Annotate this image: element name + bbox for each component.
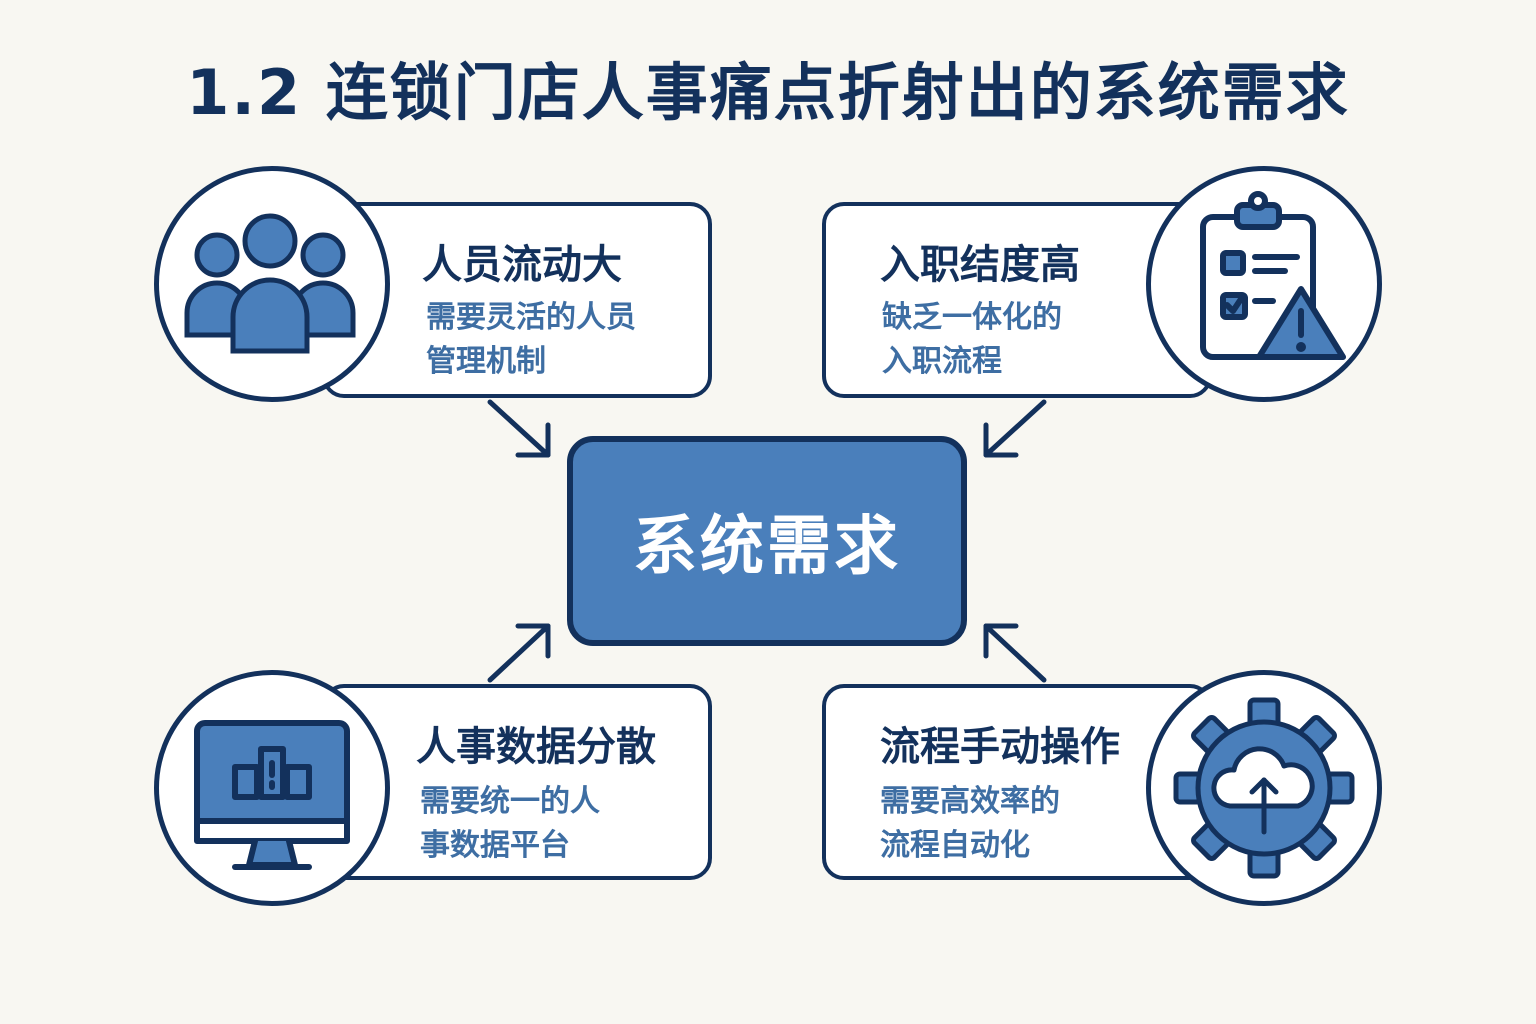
card-desc-line: 入职流程 [882,344,1002,379]
arrow-bottom-left [487,623,551,683]
center-label: 系统需求 [633,510,901,584]
page-title: 1.2 连锁门店人事痛点折射出的系统需求 [186,56,1350,129]
gear-cloud-upload-icon [1173,697,1355,879]
card-desc-line: 缺乏一体化的 [882,300,1062,335]
arrow-bottom-right [983,623,1047,683]
clipboard-warning-icon-circle [1146,166,1382,402]
card-desc-line: 管理机制 [426,344,546,379]
card-heading: 人事数据分散 [416,724,656,770]
card-heading: 流程手动操作 [880,724,1120,770]
gear-cloud-upload-icon-circle [1146,670,1382,906]
people-group-icon [184,213,356,354]
monitor-chart-icon [194,720,350,870]
arrow-top-right [983,399,1047,458]
card-heading: 入职结度高 [880,242,1080,288]
clipboard-warning-icon [1200,191,1346,360]
people-group-icon-circle [154,166,390,402]
monitor-chart-icon-circle [154,670,390,906]
card-desc-line: 需要高效率的 [880,784,1060,819]
arrow-top-left [487,399,551,458]
system-requirements-box: 系统需求 [567,436,967,646]
card-desc-line: 需要统一的人 [420,784,600,819]
card-desc-line: 需要灵活的人员 [426,300,636,335]
card-desc-line: 事数据平台 [420,828,570,863]
card-desc-line: 流程自动化 [880,828,1030,863]
card-staff-turnover: 人员流动大 需要灵活的人员 管理机制 [322,202,712,398]
card-heading: 人员流动大 [422,242,622,288]
